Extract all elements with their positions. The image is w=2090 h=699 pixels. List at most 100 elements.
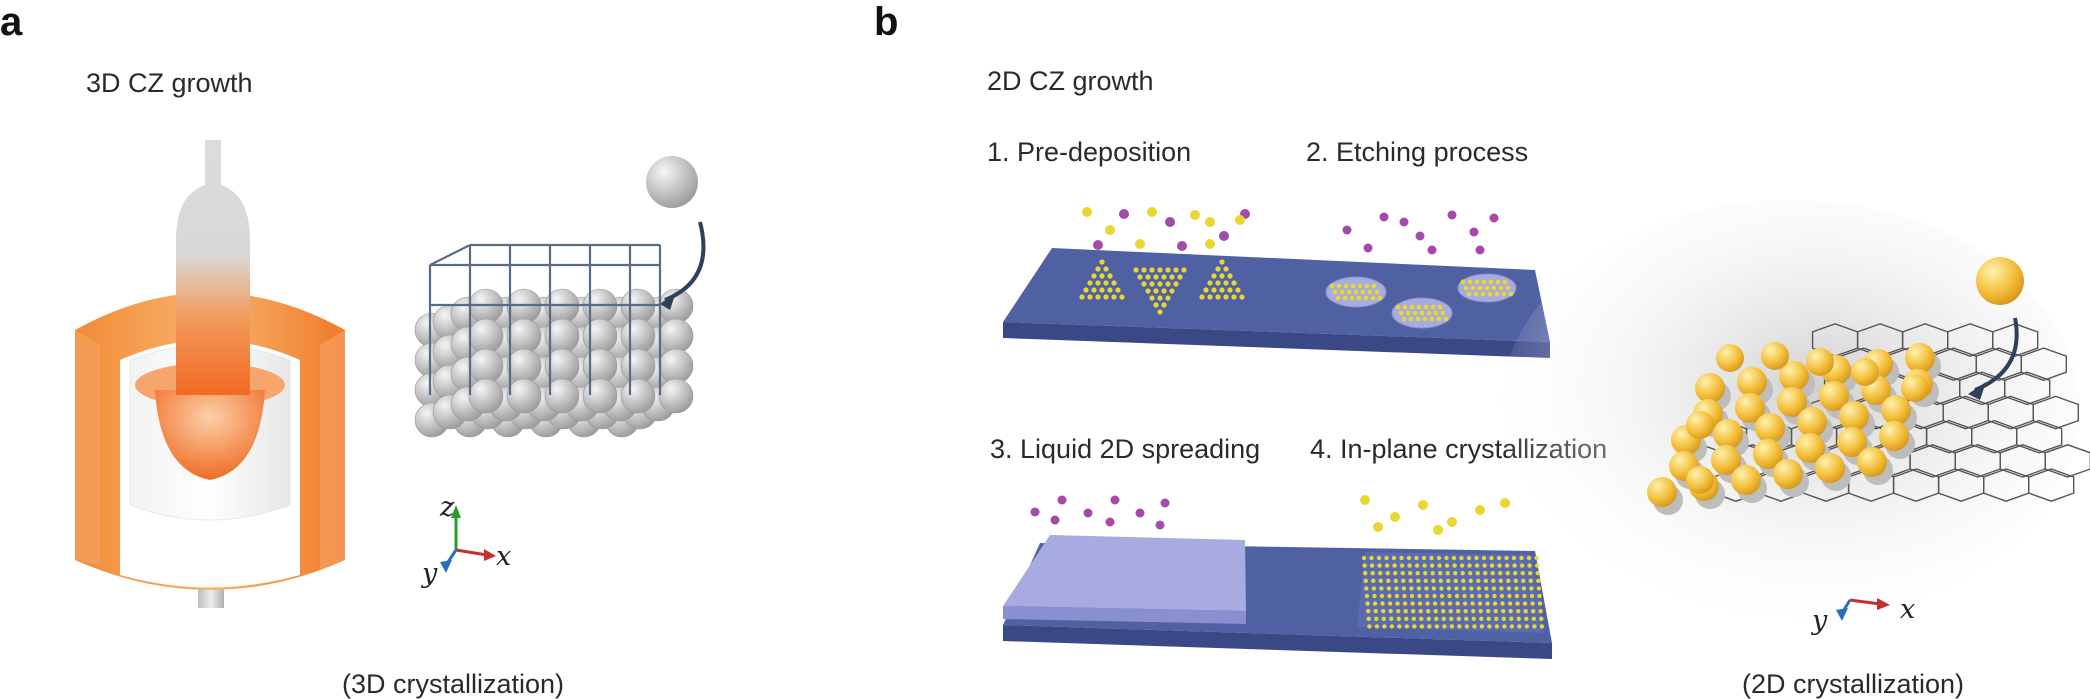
flake-atom xyxy=(1177,274,1183,280)
crystal-atom xyxy=(1487,624,1492,629)
crystal-atom xyxy=(1517,624,1522,629)
flake-atom xyxy=(1157,295,1163,301)
flake-atom xyxy=(1223,294,1229,300)
crystal-atom xyxy=(1399,563,1405,568)
flake-atom xyxy=(1103,294,1109,300)
crystal-atom xyxy=(1385,571,1390,576)
crystal-atom xyxy=(1381,609,1386,614)
flake-atom xyxy=(1223,266,1229,272)
y-axis-label-b: y xyxy=(1812,605,1828,636)
floating-atom xyxy=(1390,512,1400,522)
crystal-atom xyxy=(1401,578,1406,583)
disk-atom xyxy=(1494,291,1500,297)
floating-atom xyxy=(1379,212,1389,222)
crystal-atom xyxy=(1379,586,1384,591)
crystal-atom xyxy=(1451,555,1457,561)
crystal-atom xyxy=(1378,578,1384,583)
crystal-atom xyxy=(1502,624,1507,629)
crystal-atom xyxy=(1483,571,1488,576)
crystal-atom xyxy=(1417,593,1422,599)
crystal-atom xyxy=(1531,616,1537,621)
disk-atom xyxy=(1422,316,1428,322)
floating-atom xyxy=(1110,495,1120,505)
crystal-atom xyxy=(1425,601,1430,606)
disk-atom xyxy=(1437,304,1443,310)
crystal-atom xyxy=(1418,609,1423,614)
floating-atom xyxy=(1427,245,1437,255)
crystal-atom xyxy=(1511,555,1517,561)
flake-atom xyxy=(1149,281,1155,287)
disk-atom xyxy=(1430,304,1436,310)
gold-atom xyxy=(1779,361,1809,391)
hex-cell xyxy=(2020,347,2068,382)
crystal-atom xyxy=(1489,563,1495,568)
flake-atom xyxy=(1153,274,1159,280)
crystal-atom xyxy=(1403,609,1408,614)
crystal-atom xyxy=(1386,586,1392,591)
crystal-atom xyxy=(1479,616,1484,621)
crystal-atom xyxy=(1408,571,1413,576)
flake-atom xyxy=(1211,273,1217,279)
crystal-atom xyxy=(1498,571,1503,576)
gold-atom xyxy=(1797,407,1827,437)
crystal-atom xyxy=(1400,571,1405,576)
floating-atom xyxy=(1475,505,1485,515)
crystal-atom xyxy=(1373,609,1378,614)
crystal-atom xyxy=(1523,609,1528,614)
flake-atom xyxy=(1215,266,1221,272)
crystal-atom xyxy=(1402,601,1408,606)
flake-atom xyxy=(1215,294,1221,300)
flake-atom xyxy=(1219,259,1225,265)
flake-atom xyxy=(1227,287,1233,293)
flake-atom xyxy=(1153,302,1159,308)
gold-atom xyxy=(1647,477,1677,507)
disk-atom xyxy=(1412,310,1418,316)
flake-atom xyxy=(1219,273,1225,279)
crystal-atom xyxy=(1365,601,1370,606)
crystal-atom xyxy=(1519,555,1524,561)
crystal-atom xyxy=(1364,593,1370,599)
cubic-lattice-frame xyxy=(428,243,662,395)
crystal-atom xyxy=(1492,601,1498,606)
crystal-atom xyxy=(1371,586,1377,591)
liquid-2d-film xyxy=(1003,535,1246,624)
crystal-atom xyxy=(1396,609,1401,614)
hex-cell xyxy=(2015,419,2063,454)
crystal-atom xyxy=(1444,555,1449,561)
crystal-atom xyxy=(1536,578,1541,583)
crystal-atom xyxy=(1419,616,1424,621)
crystal-atom xyxy=(1516,616,1522,621)
crystal-atom xyxy=(1379,593,1385,599)
flake-atom xyxy=(1133,267,1139,273)
crystal-atom xyxy=(1471,609,1476,614)
crystal-atom xyxy=(1499,586,1504,591)
crystal-atom xyxy=(1468,578,1474,583)
flake-atom xyxy=(1111,294,1117,300)
crystal-atom xyxy=(1415,571,1420,576)
disk-atom xyxy=(1467,279,1473,285)
crystal-atom xyxy=(1386,578,1391,583)
melt xyxy=(155,390,265,480)
substrate-top xyxy=(1003,248,1550,358)
flake-atom xyxy=(1095,280,1101,286)
flake-atom xyxy=(1161,302,1167,308)
gold-atom xyxy=(1815,453,1845,483)
floating-atom xyxy=(1083,508,1093,518)
crystal-atom xyxy=(1369,563,1375,568)
disk-atom xyxy=(1408,316,1414,322)
disk-atom xyxy=(1487,291,1493,297)
disk-atom xyxy=(1395,304,1401,310)
crystal-atom xyxy=(1501,616,1507,621)
crystal-atom xyxy=(1460,571,1465,576)
flake-atom xyxy=(1141,281,1147,287)
crystal-atom xyxy=(1506,586,1512,591)
disk-atom xyxy=(1402,304,1408,310)
gold-atom xyxy=(1686,466,1714,494)
crystal-atom xyxy=(1497,563,1502,568)
crystal-atom xyxy=(1427,624,1432,629)
gold-atom xyxy=(1806,348,1834,376)
gold-atom xyxy=(1905,343,1935,373)
floating-atom xyxy=(1447,517,1457,527)
crystal-atom xyxy=(1419,624,1425,629)
hex-cell xyxy=(1991,323,2039,357)
